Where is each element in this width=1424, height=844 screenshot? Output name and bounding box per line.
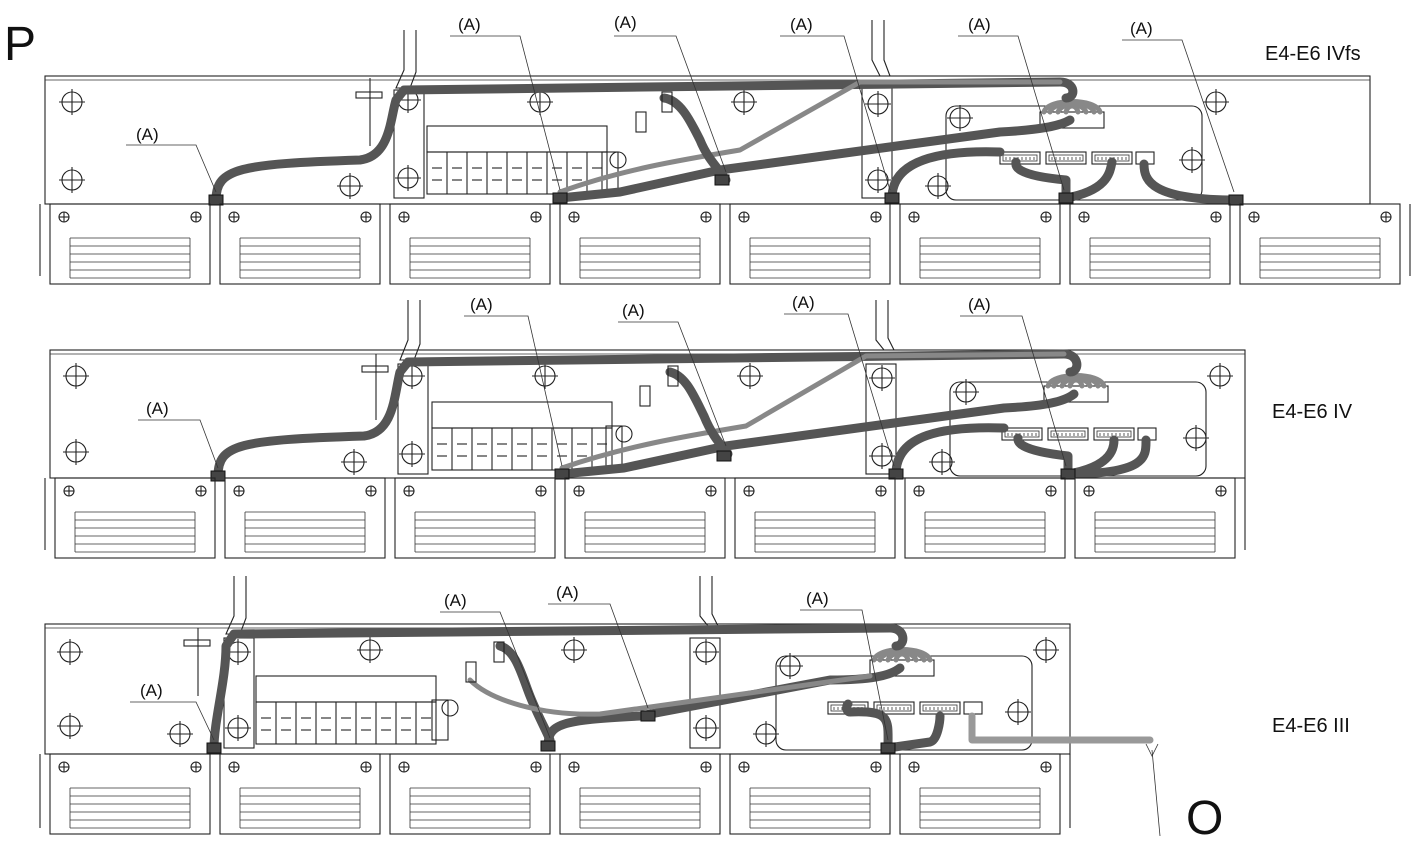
callout-a-iii-2: (A) — [444, 591, 467, 610]
callout-a-iii-1: (A) — [140, 681, 163, 700]
panel-iv — [44, 300, 1246, 558]
panel-ivfs — [39, 20, 1411, 284]
callout-a-iv-3: (A) — [622, 301, 645, 320]
callout-a-iii-3: (A) — [556, 583, 579, 602]
callout-a-ivfs-2: (A) — [458, 15, 481, 34]
callout-a-ivfs-6: (A) — [1130, 19, 1153, 38]
callout-a-ivfs-3: (A) — [614, 13, 637, 32]
panel-iii — [39, 576, 1161, 837]
callout-a-iv-2: (A) — [470, 295, 493, 314]
callout-a-iv-1: (A) — [146, 399, 169, 418]
corner-label-p: P — [4, 18, 36, 71]
callout-a-ivfs-5: (A) — [968, 15, 991, 34]
callout-a-iv-4: (A) — [792, 293, 815, 312]
callout-a-ivfs-1: (A) — [136, 125, 159, 144]
panel-title-iii: E4-E6 III — [1272, 715, 1350, 737]
panel-title-iv: E4-E6 IV — [1272, 401, 1353, 423]
corner-label-o: O — [1186, 792, 1223, 844]
callout-a-ivfs-4: (A) — [790, 15, 813, 34]
callout-a-iv-5: (A) — [968, 295, 991, 314]
callout-a-iii-4: (A) — [806, 589, 829, 608]
panel-title-ivfs: E4-E6 IVfs — [1265, 43, 1361, 65]
